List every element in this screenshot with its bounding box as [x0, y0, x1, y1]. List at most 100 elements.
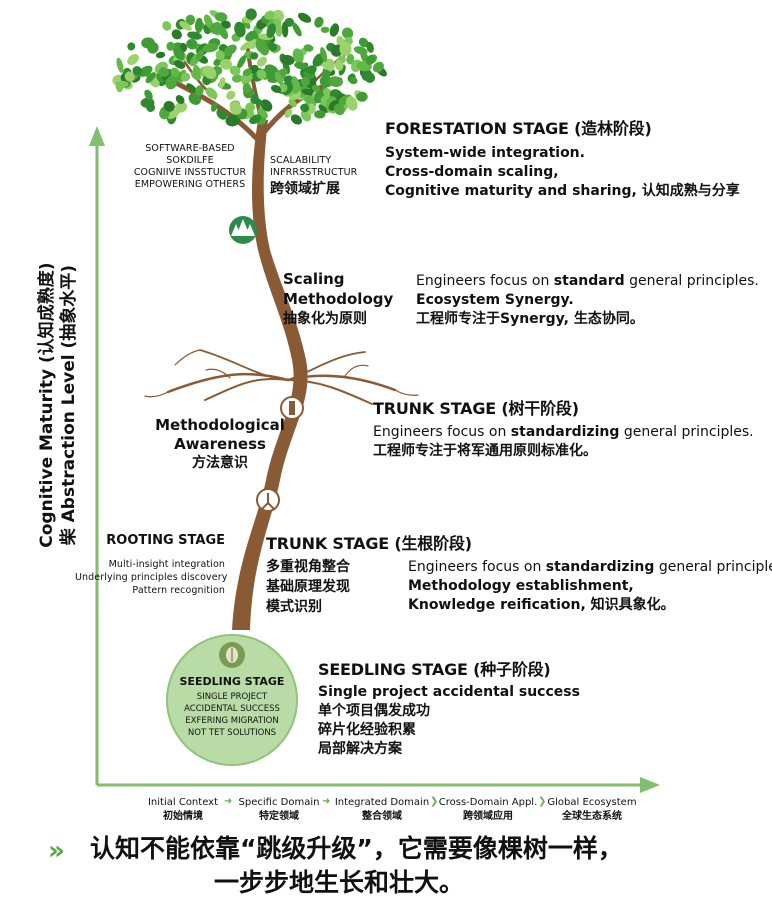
methodological-label-2: Awareness: [174, 435, 266, 453]
leaf: [219, 58, 233, 70]
forestation-mid-label-1: SCALABILITY: [270, 155, 332, 166]
leaf: [223, 44, 237, 56]
leaf: [257, 56, 267, 67]
leaf: [229, 65, 241, 76]
leaf: [171, 29, 182, 40]
leaf: [205, 87, 218, 99]
forestation-title: FORESTATION STAGE (造林阶段): [385, 119, 652, 138]
leaf: [320, 26, 330, 33]
leaf: [267, 42, 278, 52]
leaf: [234, 21, 246, 38]
seedling-line-3: 碎片化经验积累: [318, 722, 416, 738]
leaf: [155, 51, 166, 59]
leaf: [264, 10, 275, 20]
trunk-lower-zh-3: 模式识别: [266, 599, 322, 615]
trunk-upper-title: TRUNK STAGE (树干阶段): [373, 399, 579, 418]
leaf: [284, 108, 293, 118]
leaf: [127, 42, 136, 51]
leaf: [274, 71, 284, 86]
scaling-label-3: 抽象化为原则: [283, 311, 367, 327]
x-axis-step-arrow-1: ➜: [224, 796, 233, 807]
leaf: [144, 89, 153, 101]
leaf: [306, 103, 316, 115]
seed-circle-line-2: ACCIDENTAL SUCCESS: [184, 704, 280, 714]
seed-circle-line-1: SINGLE PROJECT: [196, 692, 268, 702]
leaf: [281, 54, 295, 66]
scaling-line-1: Engineers focus on standard general prin…: [416, 273, 759, 289]
leaf: [358, 37, 369, 48]
leaf: [333, 103, 345, 116]
leaf: [242, 83, 252, 94]
rooting-title: ROOTING STAGE: [106, 533, 225, 548]
forestation-mid-zh: 跨领域扩展: [270, 181, 340, 197]
leaf: [314, 110, 326, 119]
scaling-label-1: Scaling: [283, 270, 345, 288]
leaf: [186, 83, 197, 93]
trunk-lower-zh-1: 多重视角整合: [266, 559, 350, 575]
forestation-left-label-2: SOKDILFE: [166, 155, 214, 166]
leaf: [301, 88, 316, 96]
leaf: [245, 8, 257, 20]
leaf: [281, 21, 289, 38]
forestation-left-label-3: COGNIIVE INSSTUCTUR: [133, 167, 247, 178]
leaf: [225, 114, 241, 127]
leaf: [192, 64, 201, 78]
methodological-label-3: 方法意识: [192, 455, 248, 471]
leaf: [345, 96, 358, 111]
leaf: [250, 52, 259, 60]
leaf: [323, 58, 335, 73]
leaf: [341, 27, 354, 39]
leaf: [218, 77, 226, 89]
leaf: [270, 84, 282, 93]
forestation-left-label-4: EMPOWERING OTHERS: [134, 179, 246, 190]
leaf: [264, 64, 279, 75]
leaf: [158, 67, 170, 77]
footer-line-1: 认知不能依靠“跳级升级”，它需要像棵树一样，: [90, 834, 623, 863]
leaf: [175, 95, 185, 104]
footer-chevron-icon: »: [48, 836, 65, 866]
leaf: [186, 38, 198, 50]
leaf: [250, 93, 259, 104]
leaf: [346, 53, 355, 65]
leaf: [297, 12, 312, 23]
trunk-lower-title: TRUNK STAGE (生根阶段): [266, 534, 472, 553]
leaf: [194, 17, 204, 34]
leaf: [179, 21, 192, 31]
forestation-line-2: Cross-domain scaling,: [385, 164, 559, 180]
leaf: [366, 41, 374, 53]
leaf: [127, 54, 139, 66]
leaf: [372, 61, 384, 73]
forestation-line-3: Cognitive maturity and sharing, 认知成熟与分享: [385, 183, 740, 199]
leaf: [173, 47, 185, 61]
x-axis-step-arrow-4: ❯: [538, 796, 547, 807]
roots-icon: [256, 488, 280, 512]
leaf: [353, 46, 368, 55]
seedling-title: SEEDLING STAGE (种子阶段): [318, 660, 551, 679]
leaf: [159, 108, 170, 120]
leaf: [203, 14, 214, 29]
leaf: [146, 102, 156, 112]
x-axis-step-arrow-2: ➜: [322, 796, 331, 807]
leaf: [339, 41, 352, 56]
forestation-left-label-1: SOFTWARE-BASED: [145, 143, 235, 154]
seedling-line-1: Single project accidental success: [318, 684, 580, 700]
leaf: [220, 20, 231, 29]
leaf: [236, 55, 247, 69]
leaf: [202, 43, 219, 53]
leaf: [226, 90, 236, 100]
leaf: [245, 102, 256, 113]
trunk-lower-line-1: Engineers focus on standardizing general…: [408, 559, 772, 575]
leaf: [188, 92, 202, 105]
leaf: [290, 79, 301, 94]
leaf: [180, 42, 188, 52]
leaf: [216, 108, 227, 120]
seedling-line-2: 单个项目偶发成功: [318, 703, 430, 719]
leaf: [166, 41, 176, 51]
leaf: [288, 98, 297, 108]
forest-icon: [229, 216, 257, 244]
y-axis-label: Cognitive Maturity (认知成熟度) 柴 Abstraction…: [36, 195, 80, 615]
seed-circle-line-3: EXFERING MIGRATION: [185, 716, 279, 726]
trunk-lower-line-2: Methodology establishment,: [408, 578, 634, 594]
